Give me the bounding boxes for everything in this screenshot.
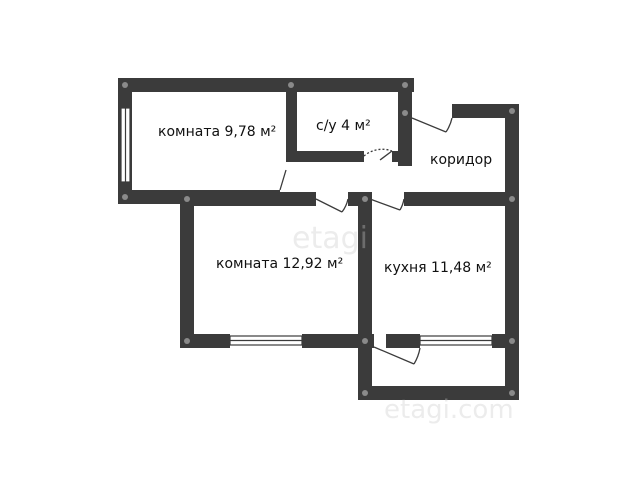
wall-large-room-left (180, 192, 194, 348)
wall-mid-seg1 (180, 192, 316, 206)
watermark-center: etagi (292, 221, 368, 256)
wall-bath-bottom-right (392, 151, 412, 162)
wall-corridor-top (452, 104, 518, 118)
wall-kitchen-bottom-r (492, 334, 518, 348)
wall-marker (122, 194, 128, 200)
wall-marker (509, 196, 515, 202)
wall-marker (362, 338, 368, 344)
doors (279, 117, 453, 365)
room-small-label: комната 9,78 м² (158, 124, 276, 140)
wall-mid-seg3 (404, 192, 518, 206)
wall-marker (362, 196, 368, 202)
door-entrance (411, 117, 447, 133)
wall-marker (509, 338, 515, 344)
wall-bath-right (398, 78, 412, 166)
wall-large-room-bottom-r (302, 334, 374, 348)
wall-marker (184, 196, 190, 202)
walls (118, 78, 519, 400)
wall-right-exterior (505, 104, 519, 400)
wall-marker (362, 390, 368, 396)
wall-large-room-bottom-l (180, 334, 230, 348)
wall-marker (509, 108, 515, 114)
wall-top-left-room (118, 78, 414, 92)
bathroom-label: с/у 4 м² (316, 118, 371, 134)
wall-room-kitchen-partition (358, 192, 372, 348)
door-small-room (279, 169, 287, 191)
wall-markers (122, 82, 515, 396)
wall-loggia-left (358, 334, 372, 400)
wall-marker (509, 390, 515, 396)
wall-bath-bottom-left (286, 151, 364, 162)
wall-kitchen-bottom-l (386, 334, 420, 348)
watermark-bottom: etagi.com (384, 395, 514, 425)
kitchen-label: кухня 11,48 м² (384, 260, 492, 276)
room-large-label: комната 12,92 м² (216, 256, 343, 272)
wall-loggia-bottom (358, 386, 519, 400)
wall-marker (122, 82, 128, 88)
door-bathroom (379, 150, 393, 161)
door-kitchen (369, 198, 401, 211)
door-loggia (373, 346, 415, 365)
wall-marker (402, 82, 408, 88)
corridor-label: коридор (430, 152, 492, 168)
wall-marker (184, 338, 190, 344)
wall-marker (402, 110, 408, 116)
wall-marker (288, 82, 294, 88)
wall-room-bath-partition (286, 78, 297, 162)
windows (120, 107, 493, 346)
door-large-room (315, 198, 343, 213)
